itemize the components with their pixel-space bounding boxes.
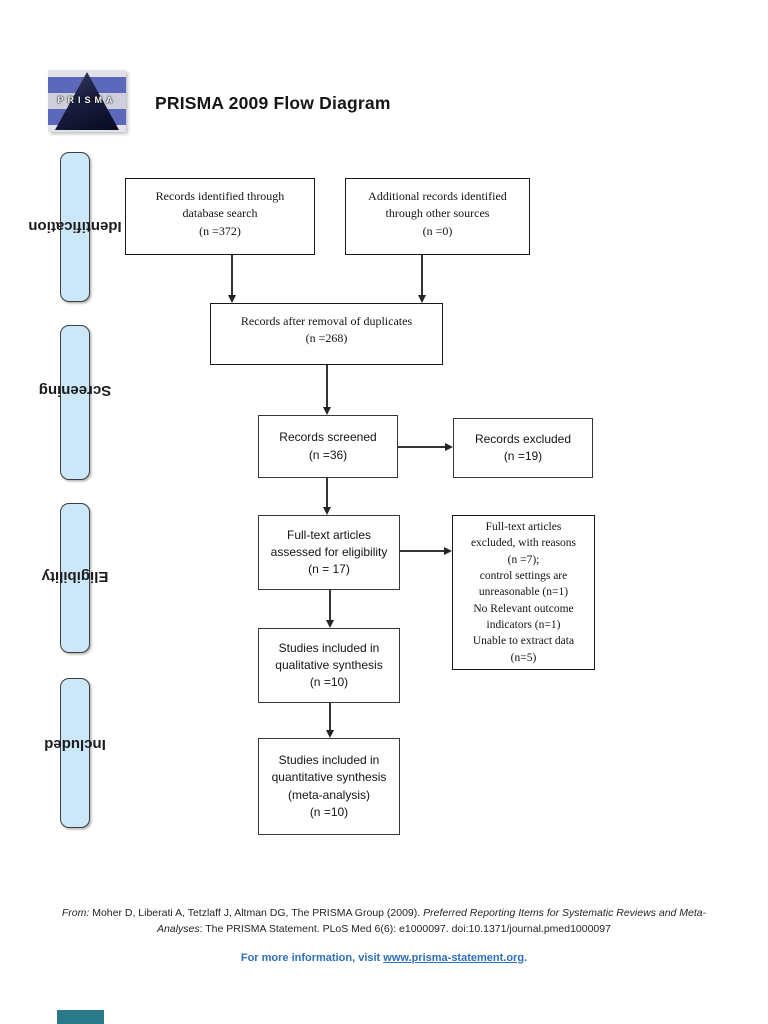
box-after-duplicates: Records after removal of duplicates (n =… <box>210 303 443 365</box>
arrow-screened-to-fulltext-head <box>322 507 331 515</box>
box-additional-records: Additional records identified through ot… <box>345 178 530 255</box>
arrow-fulltext-to-qualitative-line <box>329 590 331 620</box>
arrow-fulltext-to-qualitative-head <box>325 620 334 628</box>
citation-journal: : The PRISMA Statement. PLoS Med 6(6): e… <box>199 923 611 936</box>
citation-line-1: From: Moher D, Liberati A, Tetzlaff J, A… <box>40 905 728 921</box>
arrow-dedup-to-screened-head <box>322 407 331 415</box>
box-quantitative-synthesis: Studies included in quantitative synthes… <box>258 738 400 835</box>
citation-authors: Moher D, Liberati A, Tetzlaff J, Altman … <box>89 907 424 919</box>
stage-label-eligibility: Eligibility <box>41 568 109 585</box>
citation-title-part2: Analyses <box>157 923 200 936</box>
page-title: PRISMA 2009 Flow Diagram <box>155 93 391 113</box>
arrow-screened-to-excluded-line <box>398 446 445 448</box>
arrow-screened-to-excluded-head <box>445 442 453 451</box>
logo-wordmark: PRISMA <box>57 95 117 105</box>
more-info-period: . <box>524 952 528 964</box>
arrow-identified-to-dedup-line <box>231 255 233 295</box>
stage-bar-identification <box>60 152 90 302</box>
arrow-qualitative-to-quantitative-line <box>329 703 331 730</box>
citation-title-part1: Preferred Reporting Items for Systematic… <box>423 907 707 919</box>
arrow-screened-to-fulltext-line <box>326 478 328 507</box>
citation-line-2: Analyses: The PRISMA Statement. PLoS Med… <box>40 921 728 937</box>
box-records-excluded: Records excluded (n =19) <box>453 418 593 478</box>
stage-bar-included <box>60 678 90 828</box>
arrow-qualitative-to-quantitative-head <box>325 730 334 738</box>
box-records-identified: Records identified through database sear… <box>125 178 315 255</box>
citation: From: Moher D, Liberati A, Tetzlaff J, A… <box>40 905 728 938</box>
arrow-dedup-to-screened-line <box>326 365 328 407</box>
stage-bar-screening <box>60 325 90 480</box>
arrow-additional-to-dedup-head <box>417 295 426 303</box>
more-info-line: For more information, visit www.prisma-s… <box>40 952 728 964</box>
prisma-logo: PRISMA <box>48 70 126 132</box>
stage-label-identification: Identification <box>28 218 122 235</box>
box-records-screened: Records screened (n =36) <box>258 415 398 478</box>
arrow-fulltext-to-excluded-line <box>400 550 444 552</box>
box-fulltext-assessed: Full-text articles assessed for eligibil… <box>258 515 400 590</box>
more-info-text: For more information, visit <box>240 952 384 964</box>
arrow-identified-to-dedup-head <box>227 295 236 303</box>
arrow-additional-to-dedup-line <box>421 255 423 295</box>
next-page-peek <box>57 1010 104 1024</box>
stage-bar-eligibility <box>60 503 90 653</box>
box-fulltext-excluded: Full-text articles excluded, with reason… <box>452 515 595 670</box>
citation-from-label: From: <box>61 907 90 919</box>
stage-label-included: Included <box>44 736 106 753</box>
stage-label-screening: Screening <box>38 382 112 399</box>
box-qualitative-synthesis: Studies included in qualitative synthesi… <box>258 628 400 703</box>
arrow-fulltext-to-excluded-head <box>444 546 452 555</box>
prisma-statement-link[interactable]: www.prisma-statement.org <box>383 952 525 964</box>
